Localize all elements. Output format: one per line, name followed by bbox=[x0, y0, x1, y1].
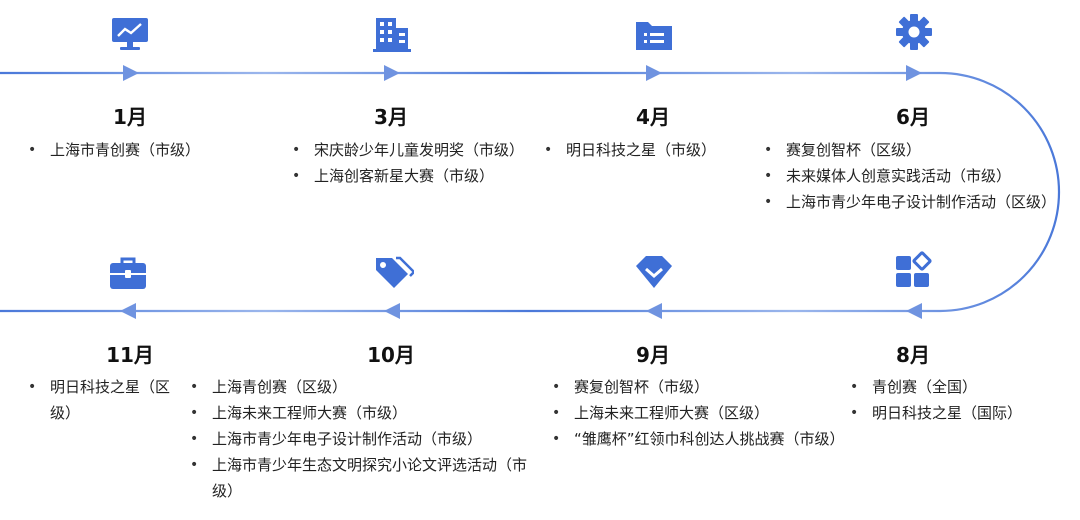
list-item: 上海市青少年电子设计制作活动（市级） bbox=[186, 426, 536, 452]
month-label: 10月 bbox=[367, 343, 415, 367]
event-list: 赛复创智杯（市级） 上海未来工程师大赛（区级） “雏鹰杯”红领巾科创达人挑战赛（… bbox=[548, 374, 848, 452]
briefcase-icon bbox=[110, 257, 146, 289]
list-item: 上海青创赛（区级） bbox=[186, 374, 536, 400]
list-item: 上海未来工程师大赛（市级） bbox=[186, 400, 536, 426]
event-list: 上海市青创赛（市级） bbox=[24, 137, 244, 163]
monitor-chart-icon bbox=[112, 18, 148, 50]
list-item: 上海创客新星大赛（市级） bbox=[288, 163, 518, 189]
apps-icon bbox=[896, 251, 932, 287]
event-list: 宋庆龄少年儿童发明奖（市级） 上海创客新星大赛（市级） bbox=[288, 137, 524, 189]
event-list: 上海青创赛（区级） 上海未来工程师大赛（市级） 上海市青少年电子设计制作活动（市… bbox=[186, 374, 536, 504]
gear-icon bbox=[896, 14, 932, 50]
list-item: 宋庆龄少年儿童发明奖（市级） bbox=[288, 137, 524, 163]
timeline-arrow-marker bbox=[123, 65, 139, 81]
timeline-arrow-marker bbox=[384, 65, 400, 81]
list-item: 上海市青少年电子设计制作活动（区级） bbox=[760, 189, 1060, 215]
timeline-arrow-marker bbox=[646, 65, 662, 81]
list-item: 赛复创智杯（市级） bbox=[548, 374, 848, 400]
list-item: 明日科技之星（市级） bbox=[540, 137, 750, 163]
month-label: 8月 bbox=[896, 343, 930, 367]
timeline-arrow-marker bbox=[646, 303, 662, 319]
month-label: 11月 bbox=[106, 343, 154, 367]
list-item: “雏鹰杯”红领巾科创达人挑战赛（市级） bbox=[548, 426, 848, 452]
list-item: 明日科技之星（区级） bbox=[24, 374, 184, 426]
list-item: 赛复创智杯（区级） bbox=[760, 137, 1060, 163]
list-item: 上海市青少年生态文明探究小论文评选活动（市级） bbox=[186, 452, 536, 504]
month-label: 9月 bbox=[636, 343, 670, 367]
folder-list-icon bbox=[636, 22, 672, 50]
list-item: 青创赛（全国） bbox=[846, 374, 1056, 400]
month-label: 3月 bbox=[374, 105, 408, 129]
timeline-arrow-marker bbox=[384, 303, 400, 319]
event-list: 明日科技之星（区级） bbox=[24, 374, 184, 426]
list-item: 未来媒体人创意实践活动（市级） bbox=[760, 163, 1060, 189]
building-icon bbox=[373, 18, 411, 52]
timeline-arrow-marker bbox=[120, 303, 136, 319]
tags-icon bbox=[376, 256, 414, 288]
badge-check-icon bbox=[636, 256, 672, 288]
month-label: 6月 bbox=[896, 105, 930, 129]
event-list: 明日科技之星（市级） bbox=[540, 137, 750, 163]
timeline-arrow-marker bbox=[906, 65, 922, 81]
month-label: 4月 bbox=[636, 105, 670, 129]
month-label: 1月 bbox=[113, 105, 147, 129]
timeline-arrow-marker bbox=[906, 303, 922, 319]
list-item: 上海未来工程师大赛（区级） bbox=[548, 400, 848, 426]
event-list: 赛复创智杯（区级） 未来媒体人创意实践活动（市级） 上海市青少年电子设计制作活动… bbox=[760, 137, 1060, 215]
list-item: 明日科技之星（国际） bbox=[846, 400, 1056, 426]
list-item: 上海市青创赛（市级） bbox=[24, 137, 244, 163]
event-list: 青创赛（全国） 明日科技之星（国际） bbox=[846, 374, 1056, 426]
